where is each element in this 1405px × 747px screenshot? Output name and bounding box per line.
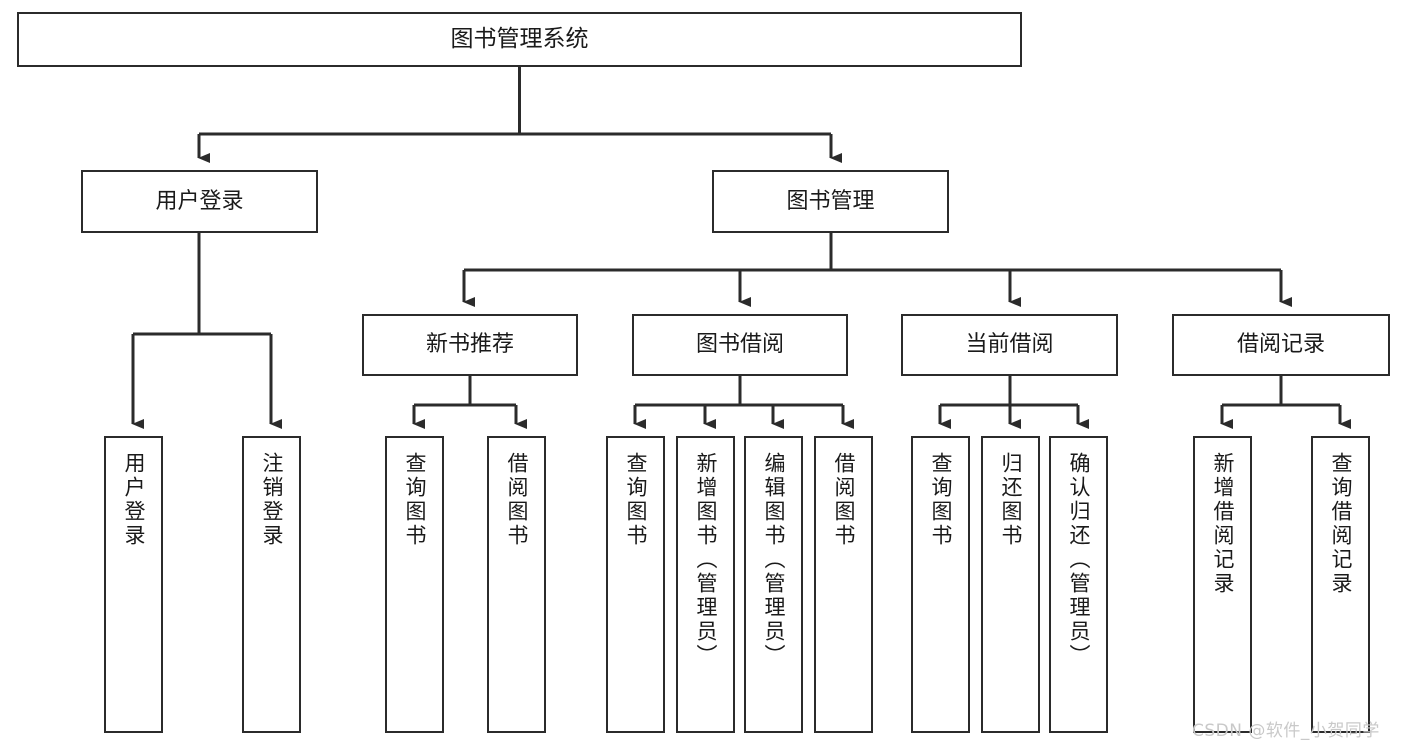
leaf-borrow-borrow-book-label: 借阅图书 (832, 452, 856, 548)
leaf-current-confirm-return-label: 确认归还（管理员） (1067, 452, 1091, 668)
leaf-recommend-query-book[interactable]: 查询图书 (385, 436, 444, 733)
node-new-book-recommend-label: 新书推荐 (425, 332, 514, 358)
leaf-borrow-add-book[interactable]: 新增图书（管理员） (676, 436, 735, 733)
leaf-record-query-record[interactable]: 查询借阅记录 (1311, 436, 1370, 733)
node-user-login[interactable]: 用户登录 (81, 170, 318, 233)
leaf-current-confirm-return[interactable]: 确认归还（管理员） (1049, 436, 1108, 733)
leaf-user-login-logout-label: 注销登录 (260, 452, 284, 548)
leaf-current-return-book-label: 归还图书 (999, 452, 1023, 548)
node-book-borrow[interactable]: 图书借阅 (632, 314, 848, 376)
leaf-borrow-edit-book-label: 编辑图书（管理员） (762, 452, 786, 668)
leaf-user-login-login[interactable]: 用户登录 (104, 436, 163, 733)
node-book-management[interactable]: 图书管理 (712, 170, 949, 233)
leaf-recommend-borrow-book[interactable]: 借阅图书 (487, 436, 546, 733)
leaf-current-query-book[interactable]: 查询图书 (911, 436, 970, 733)
node-borrow-record[interactable]: 借阅记录 (1172, 314, 1390, 376)
leaf-record-query-record-label: 查询借阅记录 (1329, 452, 1353, 596)
node-current-borrow[interactable]: 当前借阅 (901, 314, 1118, 376)
leaf-record-add-record[interactable]: 新增借阅记录 (1193, 436, 1252, 733)
node-user-login-label: 用户登录 (155, 188, 244, 214)
leaf-recommend-query-book-label: 查询图书 (403, 452, 427, 548)
leaf-borrow-query-book[interactable]: 查询图书 (606, 436, 665, 733)
leaf-current-return-book[interactable]: 归还图书 (981, 436, 1040, 733)
node-root-label: 图书管理系统 (450, 25, 589, 52)
leaf-borrow-add-book-label: 新增图书（管理员） (694, 452, 718, 668)
leaf-borrow-edit-book[interactable]: 编辑图书（管理员） (744, 436, 803, 733)
node-book-management-label: 图书管理 (786, 188, 875, 214)
leaf-borrow-borrow-book[interactable]: 借阅图书 (814, 436, 873, 733)
node-new-book-recommend[interactable]: 新书推荐 (362, 314, 578, 376)
node-borrow-record-label: 借阅记录 (1236, 332, 1325, 358)
node-book-borrow-label: 图书借阅 (695, 332, 784, 358)
leaf-user-login-logout[interactable]: 注销登录 (242, 436, 301, 733)
leaf-recommend-borrow-book-label: 借阅图书 (505, 452, 529, 548)
leaf-user-login-login-label: 用户登录 (122, 452, 146, 548)
node-current-borrow-label: 当前借阅 (965, 332, 1054, 358)
leaf-record-add-record-label: 新增借阅记录 (1211, 452, 1235, 596)
leaf-borrow-query-book-label: 查询图书 (624, 452, 648, 548)
leaf-current-query-book-label: 查询图书 (929, 452, 953, 548)
node-root[interactable]: 图书管理系统 (17, 12, 1022, 67)
